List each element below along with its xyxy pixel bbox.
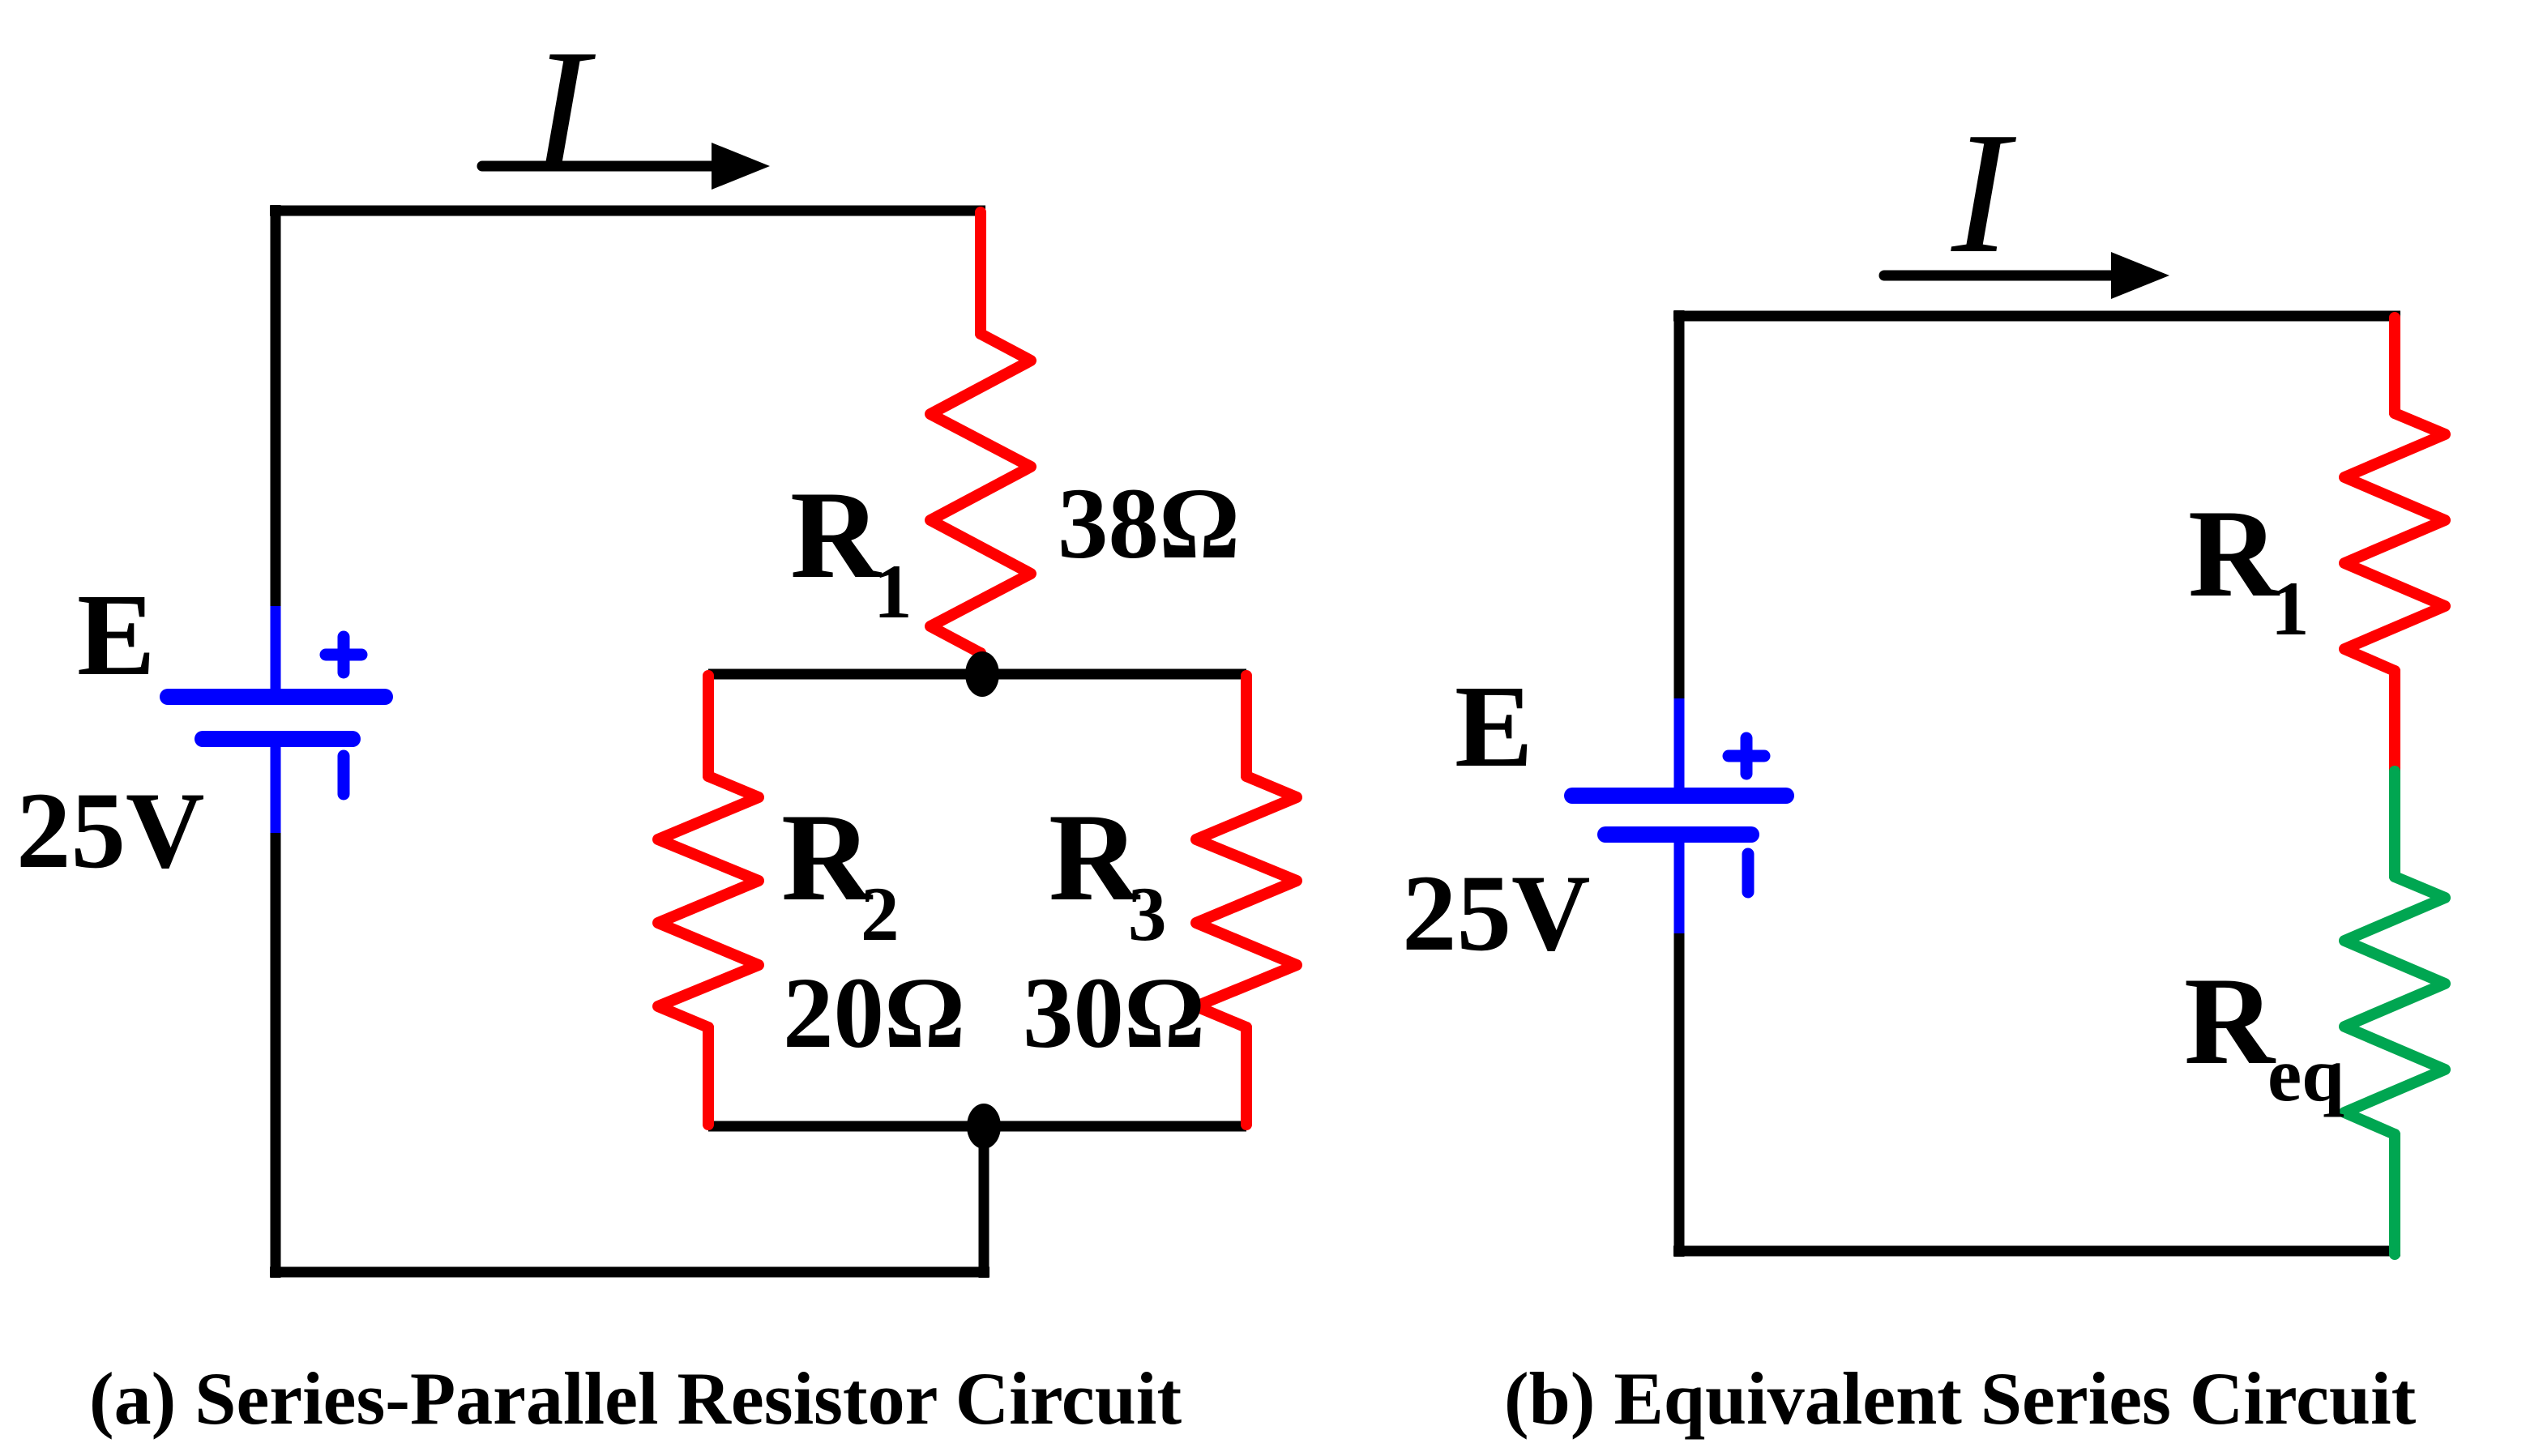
caption-b: (b) Equivalent Series Circuit xyxy=(1504,1357,2417,1440)
circuit-a: I E 25V R 1 38Ω R 2 20Ω R 3 30Ω (a) Seri… xyxy=(16,13,1302,1440)
source-name-label: E xyxy=(77,570,156,700)
resistor-req xyxy=(2339,766,2451,1260)
resistor-zigzag xyxy=(2339,871,2451,1140)
r1-value-label: 38Ω xyxy=(1058,468,1240,580)
source-voltage-label: 25V xyxy=(16,771,205,891)
battery-b xyxy=(1564,698,1794,933)
req-subscript: eq xyxy=(2267,1031,2344,1117)
circuit-a-wires xyxy=(270,205,1246,1278)
resistor-zigzag xyxy=(925,328,1036,659)
current-label: I xyxy=(530,13,596,207)
r3-label: R xyxy=(1049,788,1141,927)
current-label: I xyxy=(1951,96,2016,289)
resistor-r2 xyxy=(652,670,764,1130)
current-arrow-b xyxy=(1878,252,2169,299)
r1-label: R xyxy=(790,465,883,604)
source-name-label: E xyxy=(1455,662,1533,792)
plus-icon xyxy=(1722,732,1771,780)
source-voltage-label: 25V xyxy=(1402,853,1591,974)
circuit-b-wires xyxy=(1673,310,2400,1257)
circuit-b: I E 25V R 1 R eq (b) Equivalent Series C… xyxy=(1402,96,2451,1440)
r1-label: R xyxy=(2188,484,2280,623)
resistor-r1-a xyxy=(925,207,1036,685)
plus-icon xyxy=(319,630,368,679)
resistor-r3 xyxy=(1190,670,1302,1130)
r2-label: R xyxy=(781,788,874,927)
arrow-head-icon xyxy=(2111,252,2169,299)
resistor-r1-b xyxy=(2339,312,2451,777)
resistor-zigzag xyxy=(2339,408,2451,677)
resistor-zigzag xyxy=(652,771,764,1033)
caption-a: (a) Series-Parallel Resistor Circuit xyxy=(89,1357,1182,1440)
resistor-zigzag xyxy=(1190,771,1302,1033)
current-arrow-a xyxy=(477,143,770,190)
junction-dot-top xyxy=(965,651,999,697)
r2-subscript: 2 xyxy=(861,871,900,957)
battery-a xyxy=(160,606,393,833)
r3-subscript: 3 xyxy=(1128,871,1167,957)
junction-dot-bottom xyxy=(967,1104,1001,1149)
r2-value-label: 20Ω xyxy=(783,958,965,1070)
req-label: R xyxy=(2184,951,2276,1091)
arrow-head-icon xyxy=(712,143,770,190)
r3-value-label: 30Ω xyxy=(1023,958,1205,1070)
r1-subscript: 1 xyxy=(2271,566,2310,651)
r1-subscript: 1 xyxy=(874,549,913,634)
